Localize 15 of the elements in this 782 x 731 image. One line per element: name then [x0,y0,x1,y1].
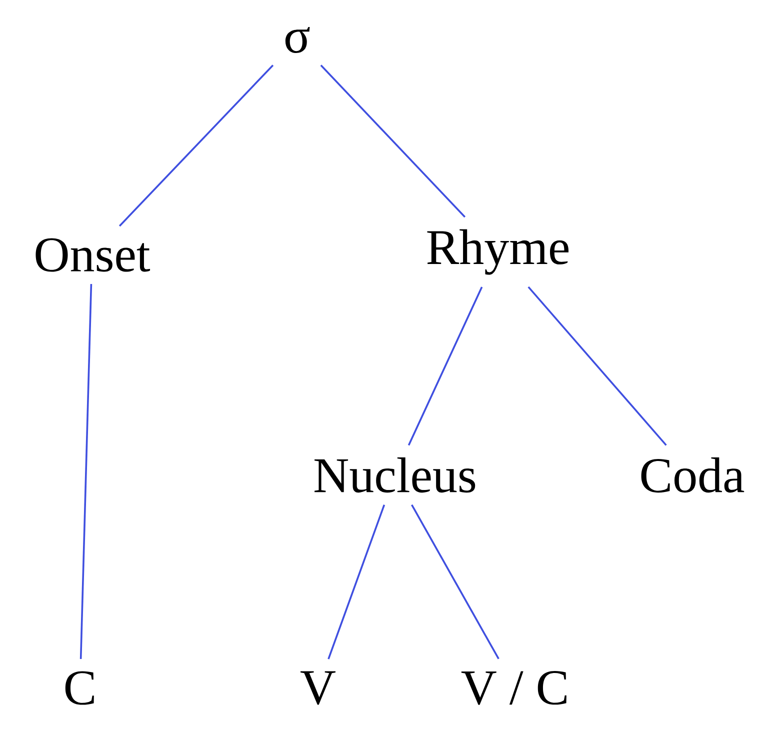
tree-branch [80,284,92,660]
tree-label: V [300,671,336,705]
tree-branch [320,64,466,218]
tree-branch [410,504,500,660]
tree-label: Onset [36,238,150,272]
tree-label: C [65,671,94,705]
tree-label: V / C [461,671,566,705]
tree-label: Nucleus [314,457,476,493]
tree-label: Coda [641,457,744,493]
tree-branch [528,286,667,446]
tree-label: Rhyme [427,229,568,275]
tree-branch [408,286,483,446]
tree-branch [328,504,386,660]
tree-branch [118,64,274,227]
tree-label: σ [285,26,310,54]
